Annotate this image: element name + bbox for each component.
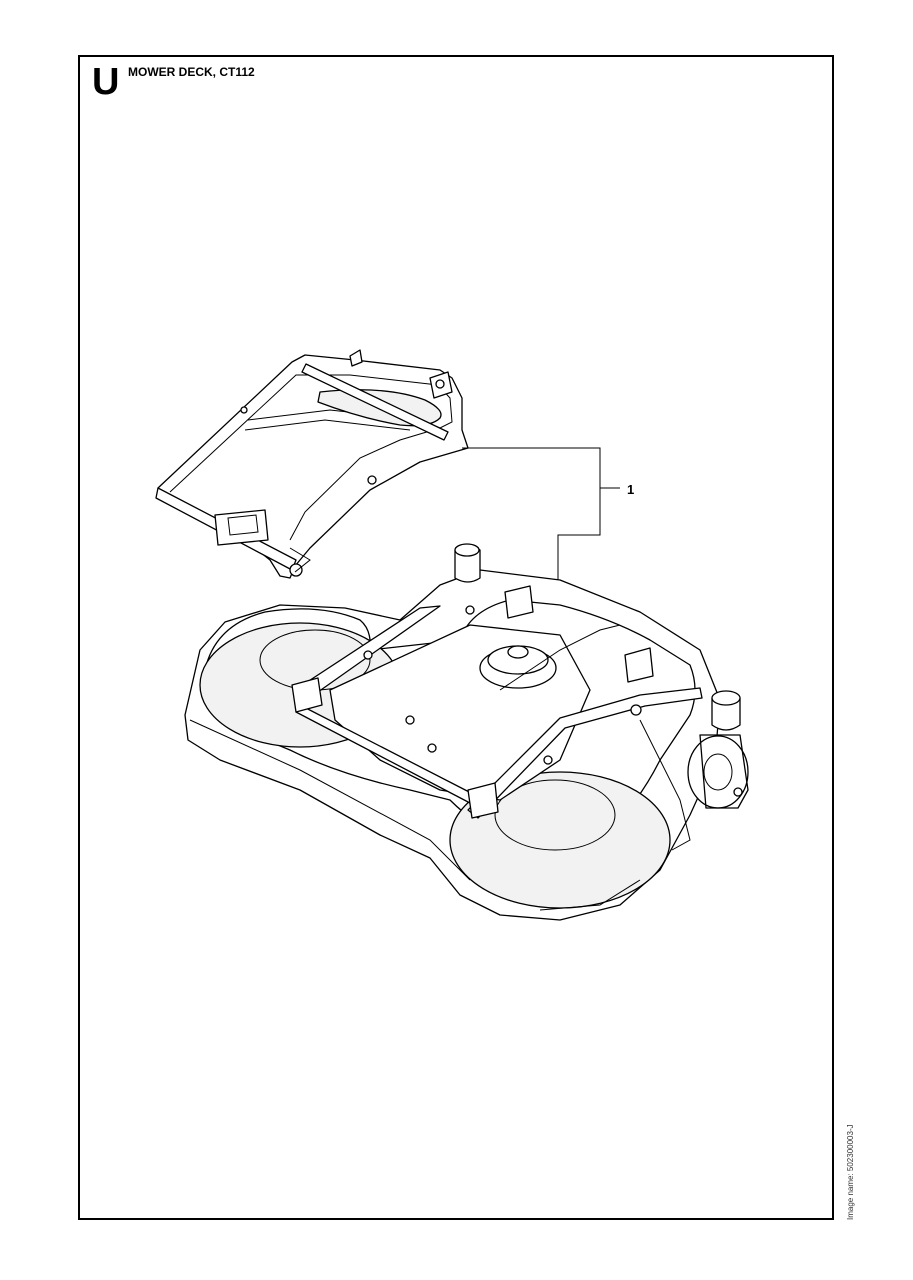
- section-letter: U: [92, 61, 120, 103]
- page-title: MOWER DECK, CT112: [128, 65, 255, 79]
- callout-leader-1: [462, 447, 620, 590]
- image-name-label: Image name: 502300003-J: [846, 1124, 855, 1220]
- lift-frame-drawing: [155, 349, 469, 579]
- mower-deck-drawing: [184, 543, 749, 921]
- callout-number-1: 1: [627, 482, 635, 497]
- page-frame: [78, 55, 834, 1220]
